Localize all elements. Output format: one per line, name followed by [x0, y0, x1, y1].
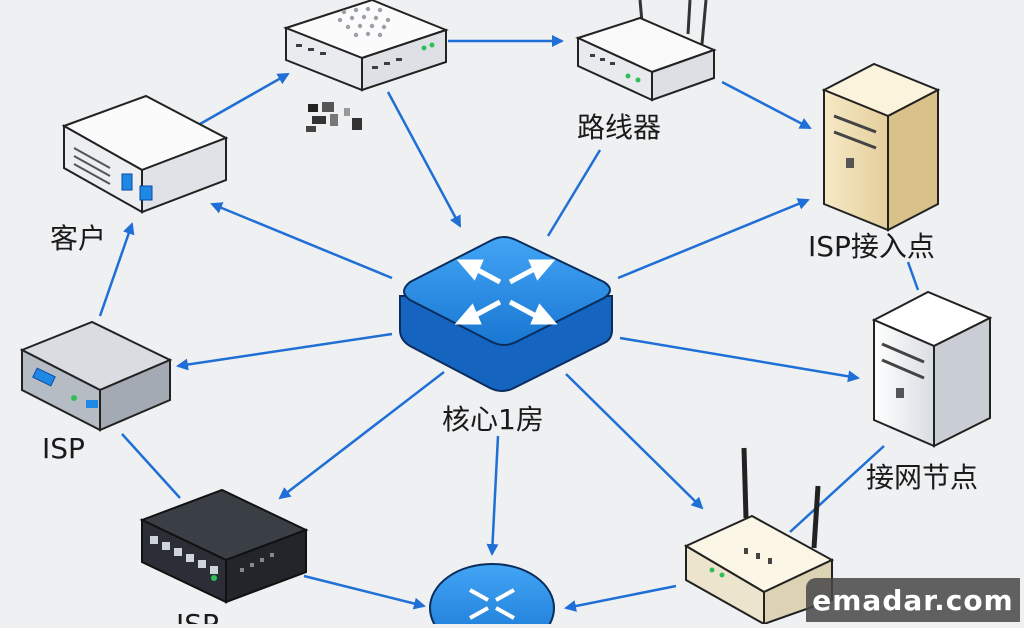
link-top-switch-to-core — [386, 91, 462, 228]
link-core-to-customer — [210, 202, 393, 280]
link-core-to-bottom-switch — [278, 371, 445, 500]
link-isp-left-to-bottom-switch — [121, 433, 181, 499]
label-isp-left: ISP — [42, 432, 85, 465]
label-router: 路线器 — [577, 111, 662, 144]
label-customer: 客户 — [50, 222, 107, 255]
isp-access-point-server — [821, 62, 941, 232]
customer-device — [61, 94, 229, 214]
isp-left-device — [19, 320, 173, 432]
label-core-room: 核心1房 — [442, 403, 544, 436]
link-core-to-access-node — [619, 336, 860, 383]
top-switch-device — [283, 0, 449, 92]
link-router-to-isp-access-point — [721, 80, 812, 130]
links — [98, 35, 920, 612]
link-core-to-bottom-hub — [486, 435, 500, 556]
link-customer-to-top-switch — [199, 72, 290, 126]
access-node-server — [871, 290, 993, 448]
core-room-switch — [399, 236, 613, 392]
label-isp-access-point: ISP接入点 — [808, 230, 935, 263]
wifi-router-device — [683, 447, 835, 626]
link-core-to-isp-access-point — [617, 198, 810, 280]
link-access-node-to-wifi-router — [789, 445, 885, 533]
link-wifi-router-to-bottom-hub — [564, 584, 677, 612]
link-core-to-wifi-router — [565, 373, 704, 510]
link-bottom-switch-to-bottom-hub — [303, 574, 426, 610]
label-access-node: 接网节点 — [866, 461, 979, 494]
bottom-left-switch — [139, 488, 309, 626]
router-device — [575, 0, 717, 102]
link-router-to-core — [546, 149, 602, 237]
label-bottom-switch: ISP — [176, 610, 219, 624]
link-isp-to-customer — [98, 222, 135, 317]
obscured-label-graphic — [306, 102, 362, 132]
bottom-hub — [429, 563, 555, 628]
link-core-to-isp-left — [176, 332, 393, 371]
watermark: emadar.com — [806, 578, 1020, 622]
link-isp-access-point-to-access-node — [906, 261, 920, 291]
